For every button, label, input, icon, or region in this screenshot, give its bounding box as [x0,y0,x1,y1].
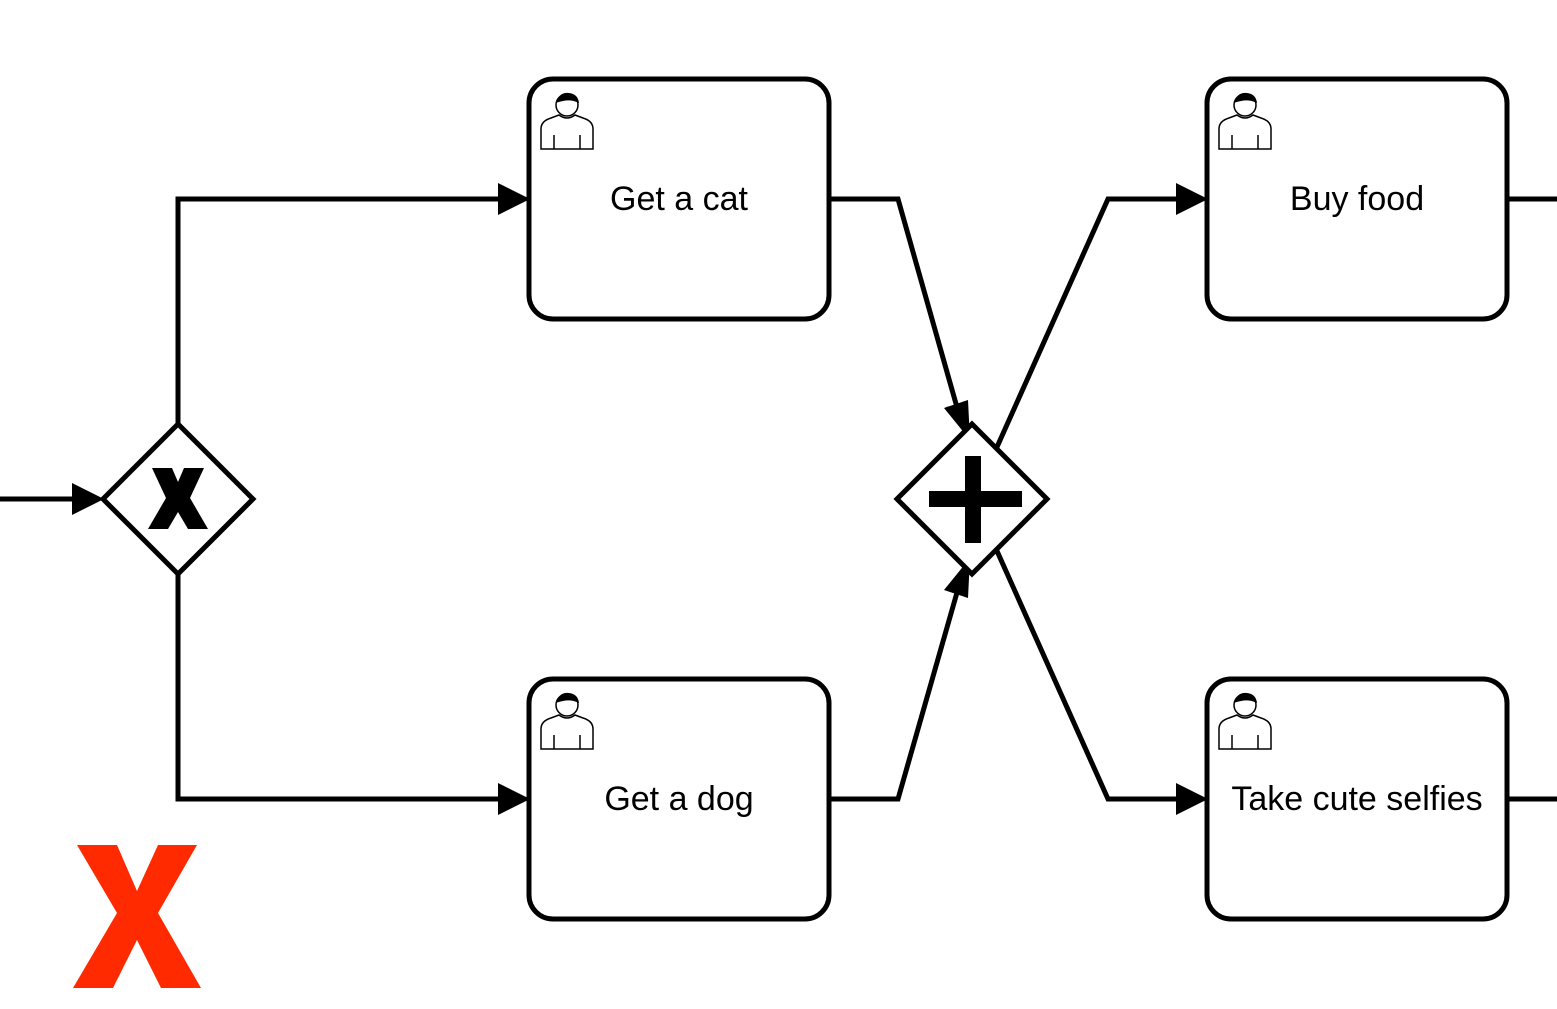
task-take-cute-selfies[interactable]: Take cute selfies [1204,676,1510,922]
arrowhead-cat [498,183,530,215]
arrowhead-food [1176,183,1208,215]
flow-split-to-cat[interactable] [175,196,505,424]
task-get-a-dog[interactable]: Get a dog [526,676,832,922]
task-buy-food[interactable]: Buy food [1204,76,1510,322]
task-label-get-a-cat: Get a cat [610,180,749,218]
task-get-a-cat[interactable]: Get a cat [526,76,832,322]
task-label-get-a-dog: Get a dog [604,780,753,818]
gateway-plus-marker-icon [929,456,1022,543]
flow-join-to-food[interactable] [994,196,1185,449]
user-icon [1218,92,1272,150]
parallel-gateway[interactable] [893,420,1051,578]
flow-join-to-selfies[interactable] [994,549,1185,802]
task-label-buy-food: Buy food [1290,180,1424,218]
arrowhead-incoming [72,483,104,515]
red-x-mark-icon [73,845,201,988]
flow-split-to-dog[interactable] [175,574,505,802]
user-icon [1218,692,1272,750]
arrowhead-dog [498,783,530,815]
user-icon [540,692,594,750]
flow-cat-to-join[interactable] [830,196,965,426]
task-label-take-cute-selfies: Take cute selfies [1231,780,1482,818]
arrowhead-selfies [1176,783,1208,815]
user-icon [540,92,594,150]
gateway-x-marker-icon [148,468,208,529]
flow-dog-to-join[interactable] [830,574,965,802]
exclusive-gateway[interactable] [99,420,257,578]
